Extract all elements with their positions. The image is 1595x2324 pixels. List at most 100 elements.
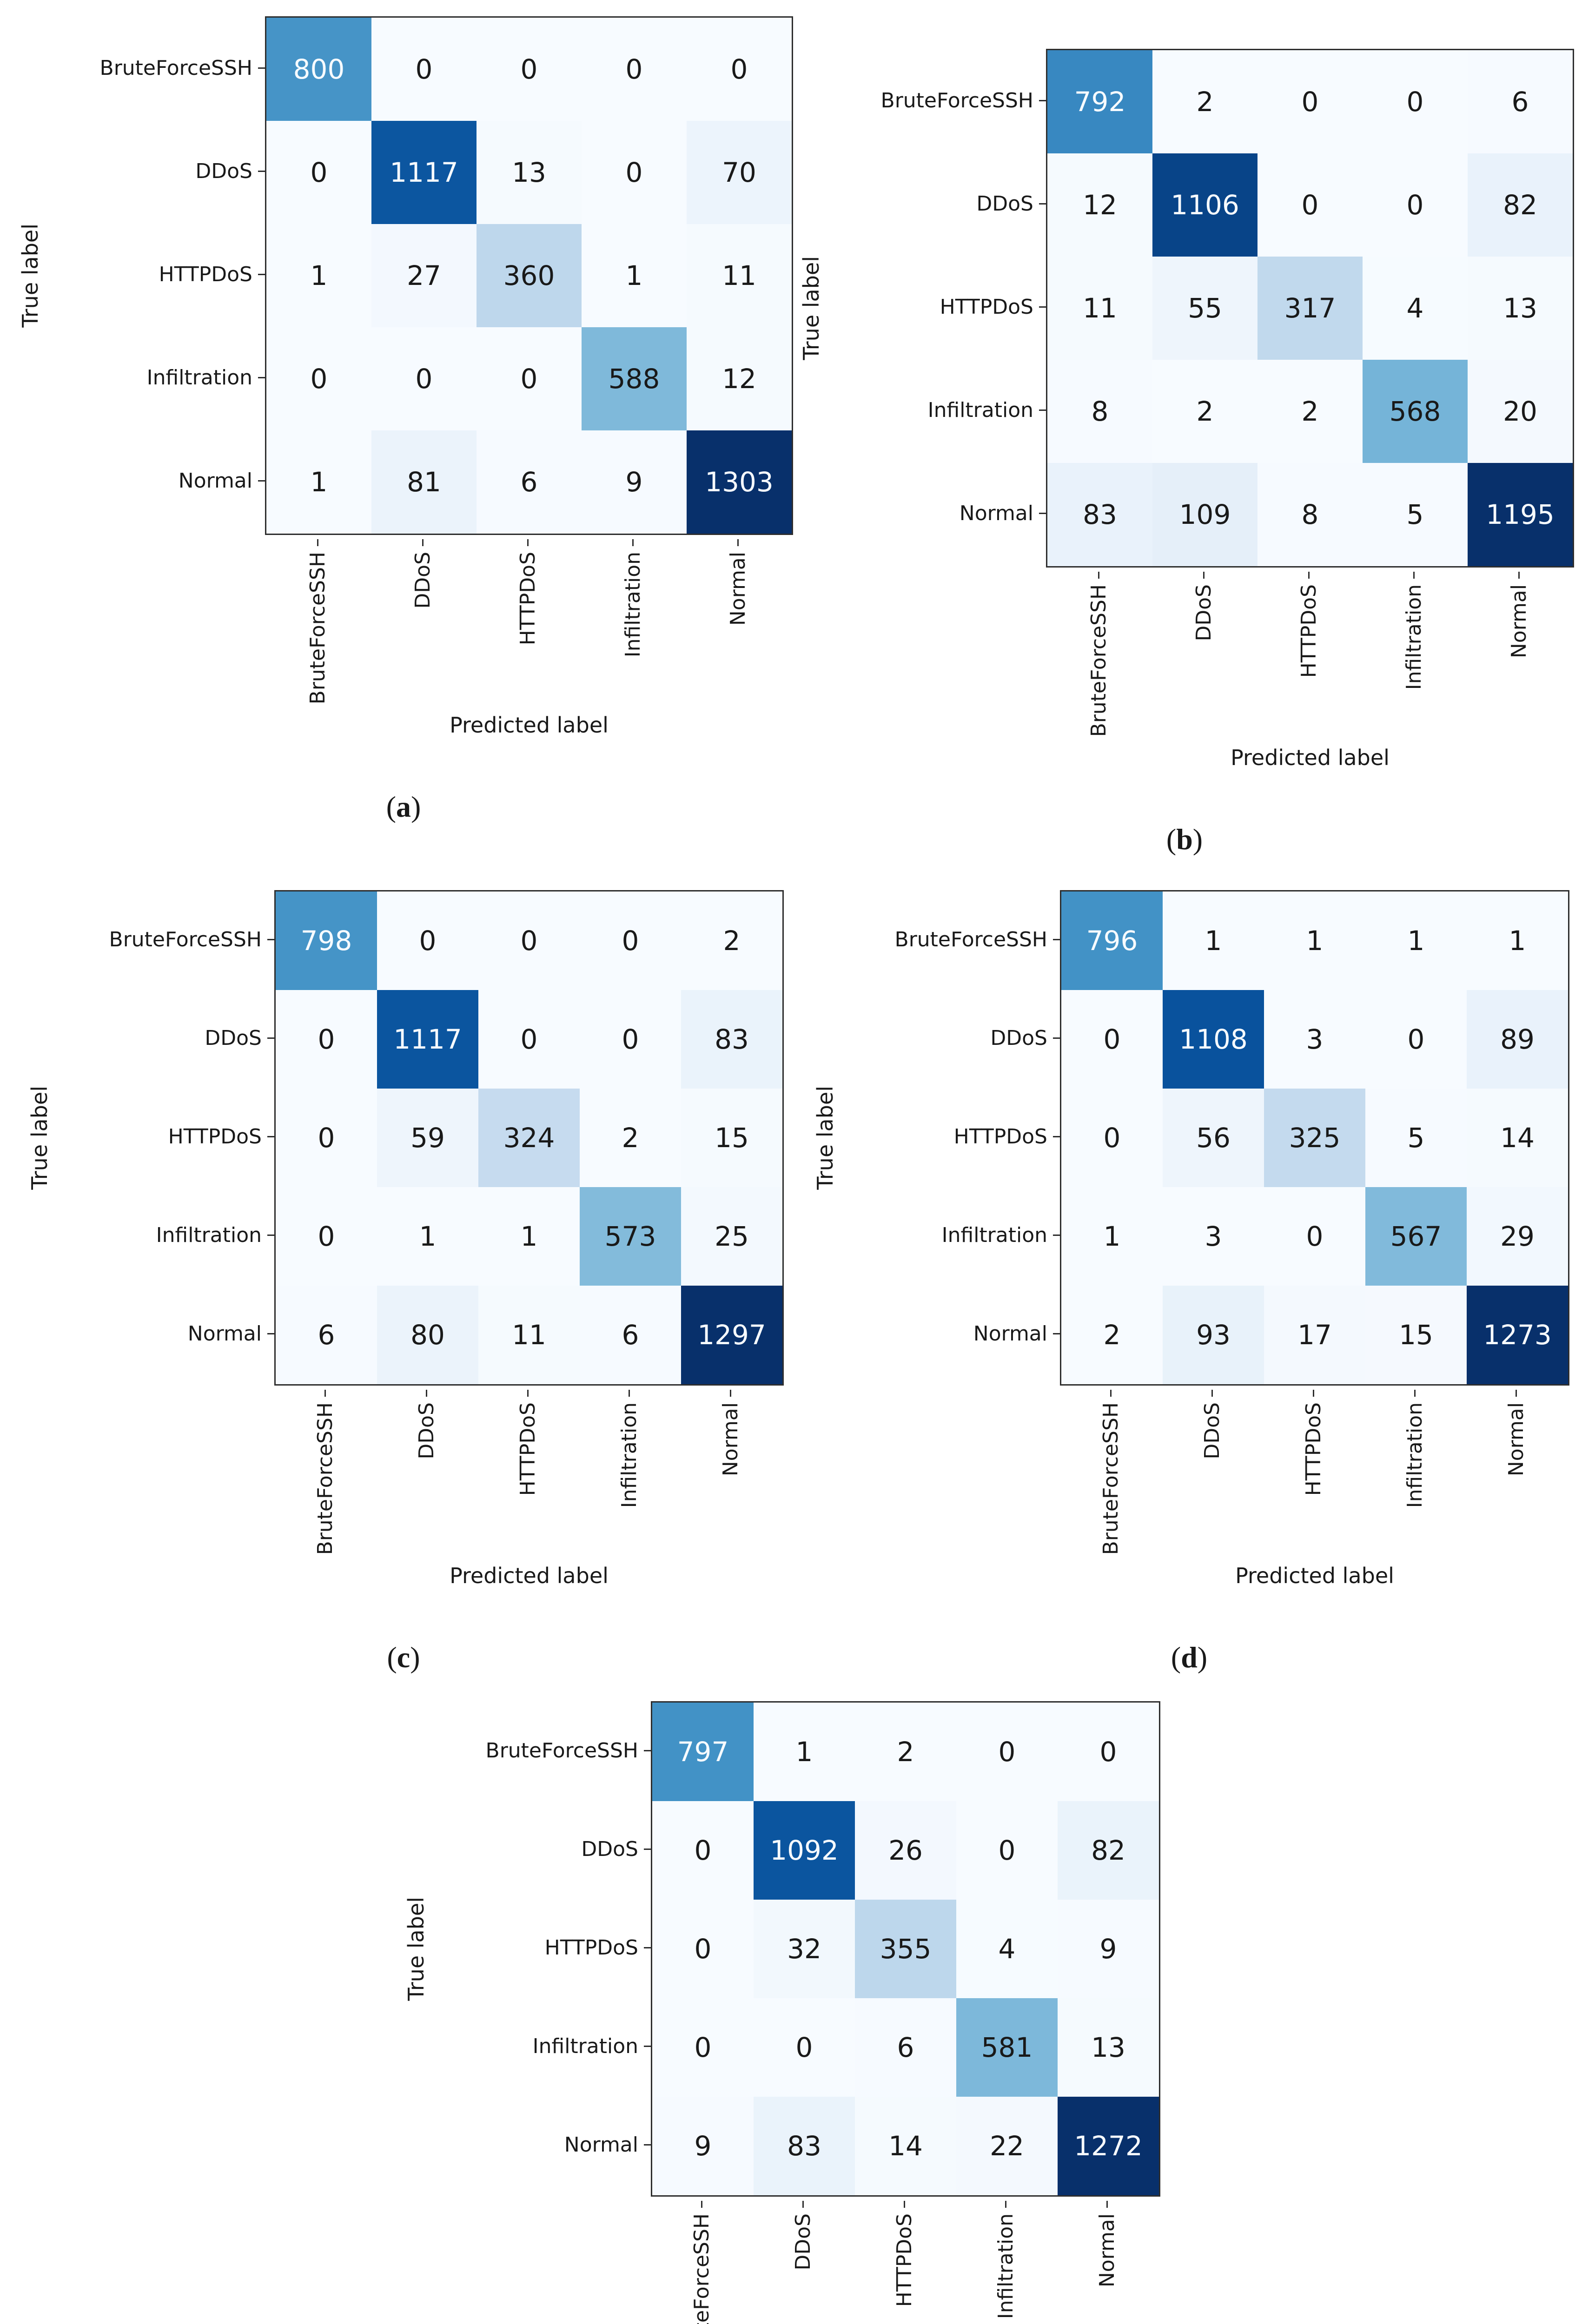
- y-axis-label: True label: [795, 49, 827, 568]
- tick-mark: [1005, 2201, 1006, 2208]
- column-label-httpdos: HTTPDoS: [477, 1390, 578, 1555]
- cell-infiltration-bruteforcessh: 1: [1061, 1187, 1163, 1286]
- tick-mark: [1308, 572, 1310, 579]
- cell-normal-httpdos: 11: [478, 1286, 580, 1384]
- row-label-ddos: DDoS: [46, 119, 265, 223]
- column-label-bruteforcessh: BruteForceSSH: [1046, 572, 1151, 737]
- tick-mark: [1098, 572, 1099, 579]
- y-axis-label-text: True label: [813, 1086, 838, 1190]
- cell-ddos-ddos: 1108: [1163, 990, 1264, 1089]
- tick-mark: [903, 2201, 905, 2208]
- cell-ddos-bruteforcessh: 0: [652, 1801, 754, 1900]
- cell-httpdos-infiltration: 4: [1363, 257, 1468, 360]
- cell-normal-bruteforcessh: 9: [652, 2097, 754, 2195]
- cell-infiltration-bruteforcessh: 8: [1047, 360, 1152, 463]
- column-label-normal: Normal: [680, 1390, 781, 1555]
- cell-ddos-ddos: 1106: [1152, 153, 1257, 257]
- cell-infiltration-normal: 13: [1058, 1998, 1159, 2097]
- tick-label: HTTPDoS: [892, 2213, 916, 2307]
- cell-httpdos-ddos: 32: [754, 1900, 855, 1998]
- subfigure-caption-b: (b): [1166, 823, 1203, 856]
- tick-label: BruteForceSSH: [99, 56, 252, 80]
- row-label-bruteforcessh: BruteForceSSH: [432, 1701, 651, 1800]
- column-label-httpdos: HTTPDoS: [854, 2201, 955, 2324]
- column-label-ddos: DDoS: [752, 2201, 854, 2324]
- cell-httpdos-ddos: 27: [371, 224, 477, 327]
- cell-httpdos-httpdos: 355: [855, 1900, 956, 1998]
- cell-infiltration-bruteforcessh: 0: [652, 1998, 754, 2097]
- tick-label: Infiltration: [621, 552, 645, 658]
- subfigure-caption-c: (c): [387, 1641, 420, 1674]
- cell-httpdos-normal: 9: [1058, 1900, 1159, 1998]
- cell-httpdos-bruteforcessh: 0: [276, 1089, 377, 1187]
- tick-label: BruteForceSSH: [880, 88, 1033, 112]
- cell-bruteforcessh-ddos: 2: [1152, 50, 1257, 153]
- column-label-httpdos: HTTPDoS: [1256, 572, 1361, 737]
- cell-bruteforcessh-infiltration: 0: [580, 891, 681, 990]
- tick-mark: [1039, 99, 1046, 101]
- tick-mark: [644, 1848, 651, 1850]
- cell-ddos-infiltration: 0: [580, 990, 681, 1089]
- cell-httpdos-ddos: 59: [377, 1089, 478, 1187]
- caption-letter: c: [397, 1641, 410, 1674]
- tick-label: Infiltration: [927, 398, 1033, 422]
- tick-label: HTTPDoS: [1297, 584, 1321, 678]
- cell-bruteforcessh-bruteforcessh: 797: [652, 1703, 754, 1801]
- tick-mark: [258, 273, 265, 275]
- tick-label: HTTPDoS: [544, 1935, 638, 1960]
- cell-httpdos-httpdos: 324: [478, 1089, 580, 1187]
- tick-mark: [258, 67, 265, 69]
- row-label-bruteforcessh: BruteForceSSH: [56, 890, 274, 989]
- tick-mark: [1039, 203, 1046, 205]
- tick-mark: [1053, 1234, 1060, 1236]
- cell-normal-normal: 1297: [681, 1286, 782, 1384]
- cell-infiltration-normal: 20: [1468, 360, 1573, 463]
- row-label-ddos: DDoS: [841, 989, 1060, 1087]
- tick-label: Normal: [726, 552, 750, 626]
- cell-bruteforcessh-bruteforcessh: 800: [266, 18, 371, 121]
- tick-label: BruteForceSSH: [305, 552, 330, 705]
- tick-label: Infiltration: [1403, 1402, 1427, 1508]
- column-label-bruteforcessh: BruteForceSSH: [1060, 1390, 1161, 1555]
- cell-normal-ddos: 93: [1163, 1286, 1264, 1384]
- cell-normal-normal: 1272: [1058, 2097, 1159, 2195]
- tick-label: Normal: [1504, 1402, 1528, 1477]
- cell-normal-infiltration: 15: [1365, 1286, 1467, 1384]
- cell-infiltration-infiltration: 568: [1363, 360, 1468, 463]
- tick-mark: [729, 1390, 731, 1397]
- tick-label: HTTPDoS: [953, 1124, 1047, 1149]
- tick-label: DDoS: [791, 2213, 815, 2271]
- cell-bruteforcessh-httpdos: 1: [1264, 891, 1365, 990]
- cell-infiltration-ddos: 1: [377, 1187, 478, 1286]
- row-label-infiltration: Infiltration: [827, 358, 1046, 462]
- cell-normal-ddos: 81: [371, 430, 477, 534]
- cell-ddos-ddos: 1092: [754, 1801, 855, 1900]
- cell-normal-httpdos: 14: [855, 2097, 956, 2195]
- cell-normal-infiltration: 22: [956, 2097, 1058, 2195]
- cell-ddos-ddos: 1117: [371, 121, 477, 224]
- tick-mark: [1203, 572, 1205, 579]
- caption-letter: b: [1176, 823, 1193, 856]
- cell-bruteforcessh-infiltration: 0: [582, 18, 687, 121]
- cell-bruteforcessh-ddos: 0: [371, 18, 477, 121]
- tick-mark: [267, 1333, 274, 1334]
- row-label-bruteforcessh: BruteForceSSH: [46, 16, 265, 119]
- cell-httpdos-httpdos: 317: [1257, 257, 1363, 360]
- y-axis-label-text: True label: [799, 256, 824, 360]
- cell-infiltration-infiltration: 588: [582, 327, 687, 430]
- cell-bruteforcessh-bruteforcessh: 796: [1061, 891, 1163, 990]
- cell-ddos-bruteforcessh: 0: [276, 990, 377, 1089]
- subfigure-caption-d: (d): [1171, 1641, 1208, 1674]
- row-label-httpdos: HTTPDoS: [827, 255, 1046, 358]
- tick-label: Infiltration: [532, 2034, 638, 2058]
- tick-mark: [644, 1947, 651, 1948]
- caption-letter: a: [396, 790, 411, 824]
- cell-ddos-httpdos: 0: [478, 990, 580, 1089]
- row-label-normal: Normal: [827, 462, 1046, 565]
- cell-bruteforcessh-normal: 0: [1058, 1703, 1159, 1801]
- row-label-httpdos: HTTPDoS: [46, 223, 265, 326]
- tick-mark: [1312, 1390, 1314, 1397]
- tick-mark: [1110, 1390, 1112, 1397]
